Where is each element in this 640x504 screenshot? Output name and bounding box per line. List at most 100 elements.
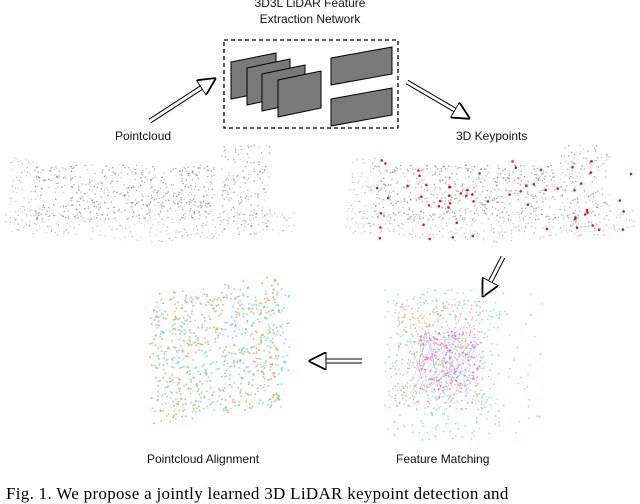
cloud-point: [545, 198, 547, 200]
cloud-point: [159, 198, 161, 200]
cloud-point: [283, 217, 284, 218]
cloud-point: [433, 308, 435, 310]
cloud-point: [221, 168, 223, 170]
cloud-point: [395, 304, 397, 306]
cloud-point: [549, 175, 551, 177]
cloud-point: [228, 221, 229, 222]
cloud-point: [56, 223, 57, 224]
cloud-point: [36, 186, 38, 188]
cloud-point: [171, 219, 172, 220]
cloud-point: [434, 312, 436, 314]
cloud-point: [502, 235, 503, 236]
cloud-point: [437, 425, 439, 427]
cloud-point: [554, 199, 556, 201]
cloud-point: [481, 395, 483, 397]
cloud-point: [151, 241, 152, 242]
cloud-point: [242, 214, 243, 215]
cloud-point: [217, 334, 219, 336]
cloud-point: [400, 165, 402, 167]
cloud-point: [281, 370, 283, 372]
cloud-point: [498, 238, 499, 239]
cloud-point: [416, 392, 418, 394]
cloud-point: [222, 351, 224, 353]
cloud-point: [242, 171, 244, 173]
cloud-point: [135, 173, 137, 175]
cloud-point: [14, 201, 15, 202]
cloud-point: [487, 190, 489, 192]
cloud-point: [213, 409, 215, 411]
cloud-point: [423, 179, 425, 181]
cloud-point: [496, 201, 498, 203]
cloud-point: [216, 310, 218, 312]
cloud-point: [238, 367, 240, 369]
cloud-point: [176, 363, 178, 365]
cloud-point: [460, 167, 462, 169]
cloud-point: [354, 213, 355, 214]
cloud-point: [447, 332, 449, 334]
cloud-point: [499, 425, 501, 427]
cloud-point: [117, 181, 119, 183]
cloud-point: [440, 314, 442, 316]
cloud-point: [502, 212, 504, 214]
cloud-point: [227, 214, 228, 215]
cloud-point: [203, 201, 205, 203]
cloud-point: [419, 216, 421, 218]
cloud-point: [160, 203, 162, 205]
cloud-point: [371, 207, 372, 208]
cloud-point: [237, 360, 239, 362]
cloud-point: [205, 351, 207, 353]
cloud-point: [177, 383, 179, 385]
cloud-point: [492, 206, 494, 208]
cloud-point: [182, 307, 184, 309]
cloud-point: [411, 222, 412, 223]
cloud-point: [253, 212, 254, 213]
cloud-point: [206, 194, 208, 196]
cloud-point: [68, 232, 69, 233]
keypoint-pointcloud-image: [345, 145, 635, 243]
cloud-point: [437, 175, 439, 177]
cloud-point: [177, 318, 179, 320]
cloud-point: [234, 365, 236, 367]
cloud-point: [463, 327, 465, 329]
cloud-point: [19, 180, 20, 181]
cloud-point: [401, 306, 403, 308]
cloud-point: [456, 387, 458, 389]
cloud-point: [394, 434, 396, 436]
cloud-point: [94, 173, 96, 175]
cloud-point: [441, 207, 443, 209]
cloud-point: [162, 377, 164, 379]
cloud-point: [354, 189, 355, 190]
cloud-point: [503, 216, 504, 217]
cloud-point: [385, 224, 386, 225]
cloud-point: [74, 165, 76, 167]
cloud-point: [556, 187, 559, 190]
cloud-point: [467, 402, 469, 404]
cloud-point: [457, 428, 459, 430]
cloud-point: [58, 224, 59, 225]
cloud-point: [443, 431, 445, 433]
cloud-point: [10, 175, 11, 176]
cloud-point: [219, 332, 221, 334]
cloud-point: [435, 166, 437, 168]
cloud-point: [478, 367, 480, 369]
cloud-point: [539, 238, 540, 239]
cloud-point: [519, 220, 520, 221]
cloud-point: [381, 187, 383, 189]
cloud-point: [521, 208, 523, 210]
cloud-point: [133, 212, 135, 214]
cloud-point: [114, 212, 116, 214]
cloud-point: [154, 319, 156, 321]
cloud-point: [192, 200, 194, 202]
cloud-point: [480, 194, 482, 196]
cloud-point: [263, 188, 265, 190]
cloud-point: [185, 216, 186, 217]
cloud-point: [474, 301, 476, 303]
cloud-point: [251, 304, 253, 306]
cloud-point: [175, 168, 177, 170]
cloud-point: [425, 215, 426, 216]
cloud-point: [166, 381, 168, 383]
cloud-point: [471, 308, 473, 310]
cloud-point: [446, 321, 448, 323]
cloud-point: [173, 291, 175, 293]
